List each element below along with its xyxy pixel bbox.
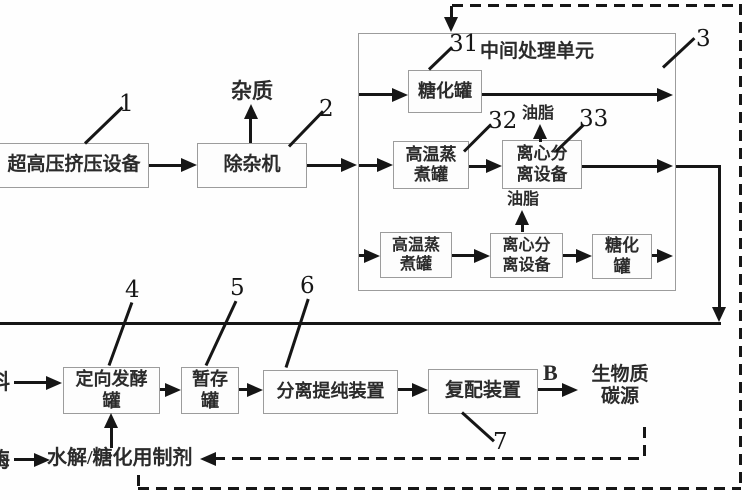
box-compounding-device: 复配装置 [428,369,538,414]
arrowhead [657,88,673,102]
arrowhead [247,383,263,397]
arrowhead [46,376,62,390]
box-cooking-tank-mid: 高温蒸 煮罐 [393,141,469,189]
arrowhead [474,249,490,263]
ref-2: 2 [319,96,334,122]
arrow-edge-to-sacctank [359,93,394,96]
label-enzyme-partial: 酶 [0,448,10,472]
arrowhead [181,158,197,172]
arrowhead [712,307,726,322]
label-output-b: B [543,360,558,385]
arrow-saccb-to-edge [652,254,659,257]
arrowhead [576,249,592,263]
ref-31: 31 [449,31,479,57]
dashed-biomass-to-agent [214,457,645,460]
arrow-cook32-to-cent33 [469,165,488,168]
label-oil-bottom: 油脂 [506,191,539,208]
arrow-agent-to-ferm [110,427,113,448]
arrowhead [364,249,380,263]
arrow-sep-to-comp [398,388,414,391]
arrow-sacctank-to-edge [482,93,659,96]
box-separation-purification: 分离提纯装置 [263,370,398,414]
ref-3: 3 [696,26,711,52]
arrowhead [200,452,216,466]
dashed-right [739,4,742,489]
arrow-storage-to-sep [239,388,249,391]
dashed-biomass-down [643,427,646,458]
label-oil-top: 油脂 [521,105,554,122]
ref-4: 4 [125,277,140,303]
arrowhead [444,17,458,32]
ref-5: 5 [230,275,245,301]
box-saccharification-tank-top: 糖化罐 [408,70,482,113]
arrow-remover-to-unit [307,164,343,167]
arrow-enzyme-to-agent [14,458,36,461]
arrow-edge-to-cook32 [359,164,379,167]
ref-32: 32 [488,108,518,134]
box-impurity-remover: 除杂机 [197,143,307,188]
arrowhead [486,159,502,173]
box-saccharification-tank-bottom: 糖化 罐 [592,234,652,279]
leader-line-1 [83,106,124,145]
box-centrifuge-bottom: 离心分 离设备 [490,233,563,278]
intermediate-unit-title: 中间处理单元 [480,41,595,62]
box-centrifuge-mid: 离心分 离设备 [502,140,582,189]
arrow-centb-to-oil [521,218,524,232]
arrowhead [412,383,428,397]
line-loop-entry [450,6,453,19]
dashed-top [452,4,740,7]
box-storage-tank: 暂存 罐 [181,367,239,414]
arrow-centb-to-saccb [563,254,578,257]
arrowhead [341,158,357,172]
line-main-bus [0,322,721,325]
arrow-comp-to-biomass [538,388,564,391]
leader-line-7 [460,411,495,443]
arrowhead [533,124,547,139]
arrow-cookb-to-centb [452,254,476,257]
line-unit-output [676,165,721,168]
arrowhead [392,88,408,102]
arrowhead [165,383,181,397]
arrow-cent33-to-edge [582,165,659,168]
dashed-agent-stub [137,475,140,487]
dashed-bottom [138,487,741,490]
arrowhead [562,383,578,397]
ref-1: 1 [119,91,134,117]
arrowhead [515,210,529,225]
box-extruder: 超高压挤压设备 [0,143,149,188]
leader-line-6 [284,298,310,368]
ref-7: 7 [493,429,508,455]
arrow-remover-to-impurities [249,117,252,143]
label-biomass-carbon-source: 生物质 碳源 [591,364,649,407]
leader-line-2 [287,110,325,148]
arrowhead [244,104,258,119]
leader-line-4 [107,302,134,367]
arrowhead [104,413,118,428]
arrow-ferm-to-storage [160,388,167,391]
label-impurities: 杂质 [231,79,273,103]
line-unit-output-down [718,165,721,309]
arrow-feed-to-ferm [14,381,48,384]
arrowhead [657,159,673,173]
leader-line-5 [204,300,238,367]
label-feed-partial: 料 [0,370,10,394]
arrow-extruder-to-remover [149,164,183,167]
label-hydrolysis-agent: 水解/糖化用制剂 [47,447,193,469]
arrowhead [34,453,50,467]
arrow-edge-to-cookb [359,254,368,257]
arrowhead [377,158,393,172]
arrowhead [657,249,673,263]
box-cooking-tank-bottom: 高温蒸 煮罐 [380,232,452,278]
ref-6: 6 [300,273,315,299]
box-intermediate-unit [358,33,676,291]
ref-33: 33 [579,106,609,132]
box-fermentation-tank: 定向发酵 罐 [63,367,160,414]
